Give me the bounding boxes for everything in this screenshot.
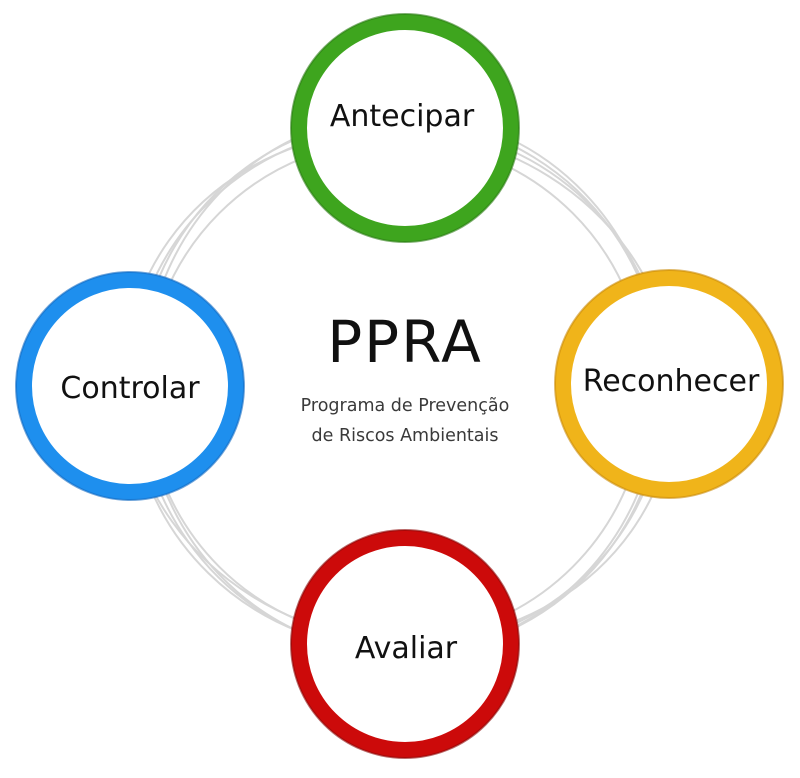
node-label-reconhecer: Reconhecer (583, 364, 760, 399)
node-antecipar: Antecipar (290, 13, 520, 243)
center-subtitle-line-2: de Riscos Ambientais (312, 426, 499, 446)
center-title: PPRA (327, 308, 483, 376)
node-ring-reconhecer-shade (554, 269, 784, 499)
node-ring-antecipar-shade (290, 13, 520, 243)
node-avaliar: Avaliar (290, 529, 520, 759)
node-ring-controlar-shade (15, 271, 245, 501)
node-ring-avaliar-shade (290, 529, 520, 759)
node-label-avaliar: Avaliar (355, 631, 458, 666)
node-ring-reconhecer (555, 270, 783, 498)
node-label-controlar: Controlar (60, 371, 200, 406)
node-ring-avaliar (291, 530, 519, 758)
center-label: PPRA Programa de Prevenção de Riscos Amb… (301, 308, 510, 446)
node-ring-antecipar (291, 14, 519, 242)
node-reconhecer: Reconhecer (554, 269, 784, 499)
node-controlar: Controlar (15, 271, 245, 501)
node-ring-controlar (16, 272, 244, 500)
node-label-antecipar: Antecipar (330, 99, 475, 134)
center-subtitle-line-1: Programa de Prevenção (301, 396, 510, 416)
